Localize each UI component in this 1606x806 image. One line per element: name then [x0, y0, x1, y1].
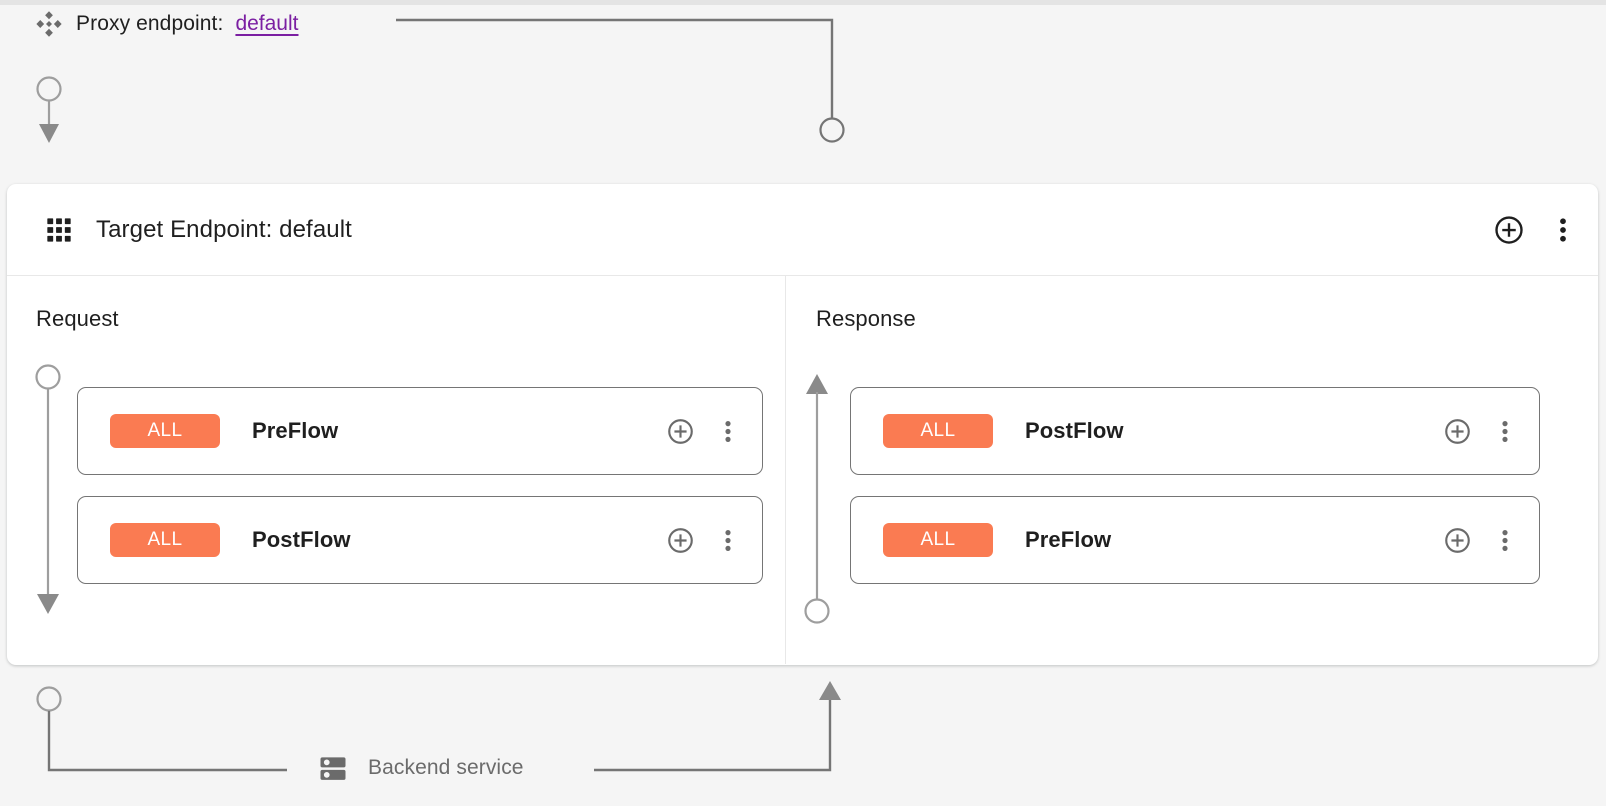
flow-row-actions	[667, 418, 738, 445]
request-column-title: Request	[36, 306, 119, 331]
page-title: Target Endpoint: default	[96, 215, 352, 243]
backend-service-label: Backend service	[368, 756, 524, 779]
proxy-endpoint-icon	[34, 9, 64, 39]
add-circle-icon[interactable]	[1444, 527, 1471, 554]
flow-row[interactable]: ALL PostFlow	[77, 496, 763, 584]
flow-row-label: PostFlow	[252, 527, 351, 552]
backend-service: Backend service	[318, 748, 524, 788]
add-circle-icon[interactable]	[1494, 215, 1524, 245]
target-to-backend-connector	[36, 681, 841, 772]
response-flow-rows: ALL PostFlow	[850, 387, 1540, 605]
more-vert-icon[interactable]	[718, 527, 738, 554]
more-vert-icon[interactable]	[1552, 215, 1574, 245]
add-circle-icon[interactable]	[1444, 418, 1471, 445]
status-badge: ALL	[110, 523, 220, 557]
flow-row-actions	[1444, 527, 1515, 554]
flow-row-label: PostFlow	[1025, 418, 1124, 443]
flow-row[interactable]: ALL PostFlow	[850, 387, 1540, 475]
request-flow-arrow-down	[35, 364, 61, 614]
more-vert-icon[interactable]	[718, 418, 738, 445]
status-badge: ALL	[883, 414, 993, 448]
status-badge: ALL	[110, 414, 220, 448]
target-endpoint-header: Target Endpoint: default	[7, 184, 1598, 276]
apps-grid-icon	[45, 216, 73, 244]
response-flow-arrow-up	[804, 374, 830, 624]
target-endpoint-card: Target Endpoint: default	[7, 184, 1598, 665]
flow-row-label: PreFlow	[252, 418, 339, 443]
add-circle-icon[interactable]	[667, 527, 694, 554]
request-flow-rows: ALL PreFlow	[77, 387, 763, 605]
server-storage-icon	[318, 753, 348, 783]
proxy-endpoint-value-link[interactable]: default	[235, 12, 299, 35]
add-circle-icon[interactable]	[667, 418, 694, 445]
target-endpoint-body: Request ALL PreFlow	[7, 276, 1598, 664]
flow-row[interactable]: ALL PreFlow	[850, 496, 1540, 584]
flow-row-actions	[667, 527, 738, 554]
target-endpoint-actions	[1494, 215, 1574, 245]
flow-row-actions	[1444, 418, 1515, 445]
flow-row[interactable]: ALL PreFlow	[77, 387, 763, 475]
response-column-title: Response	[816, 306, 916, 331]
proxy-endpoint-label: Proxy endpoint:	[76, 12, 224, 35]
status-badge: ALL	[883, 523, 993, 557]
more-vert-icon[interactable]	[1495, 418, 1515, 445]
flow-row-label: PreFlow	[1025, 527, 1112, 552]
top-divider	[0, 0, 1606, 5]
more-vert-icon[interactable]	[1495, 527, 1515, 554]
request-column: Request ALL PreFlow	[7, 276, 786, 664]
proxy-endpoint-header: Proxy endpoint: default	[34, 8, 299, 40]
response-column: Response ALL PostFlow	[786, 276, 1598, 664]
